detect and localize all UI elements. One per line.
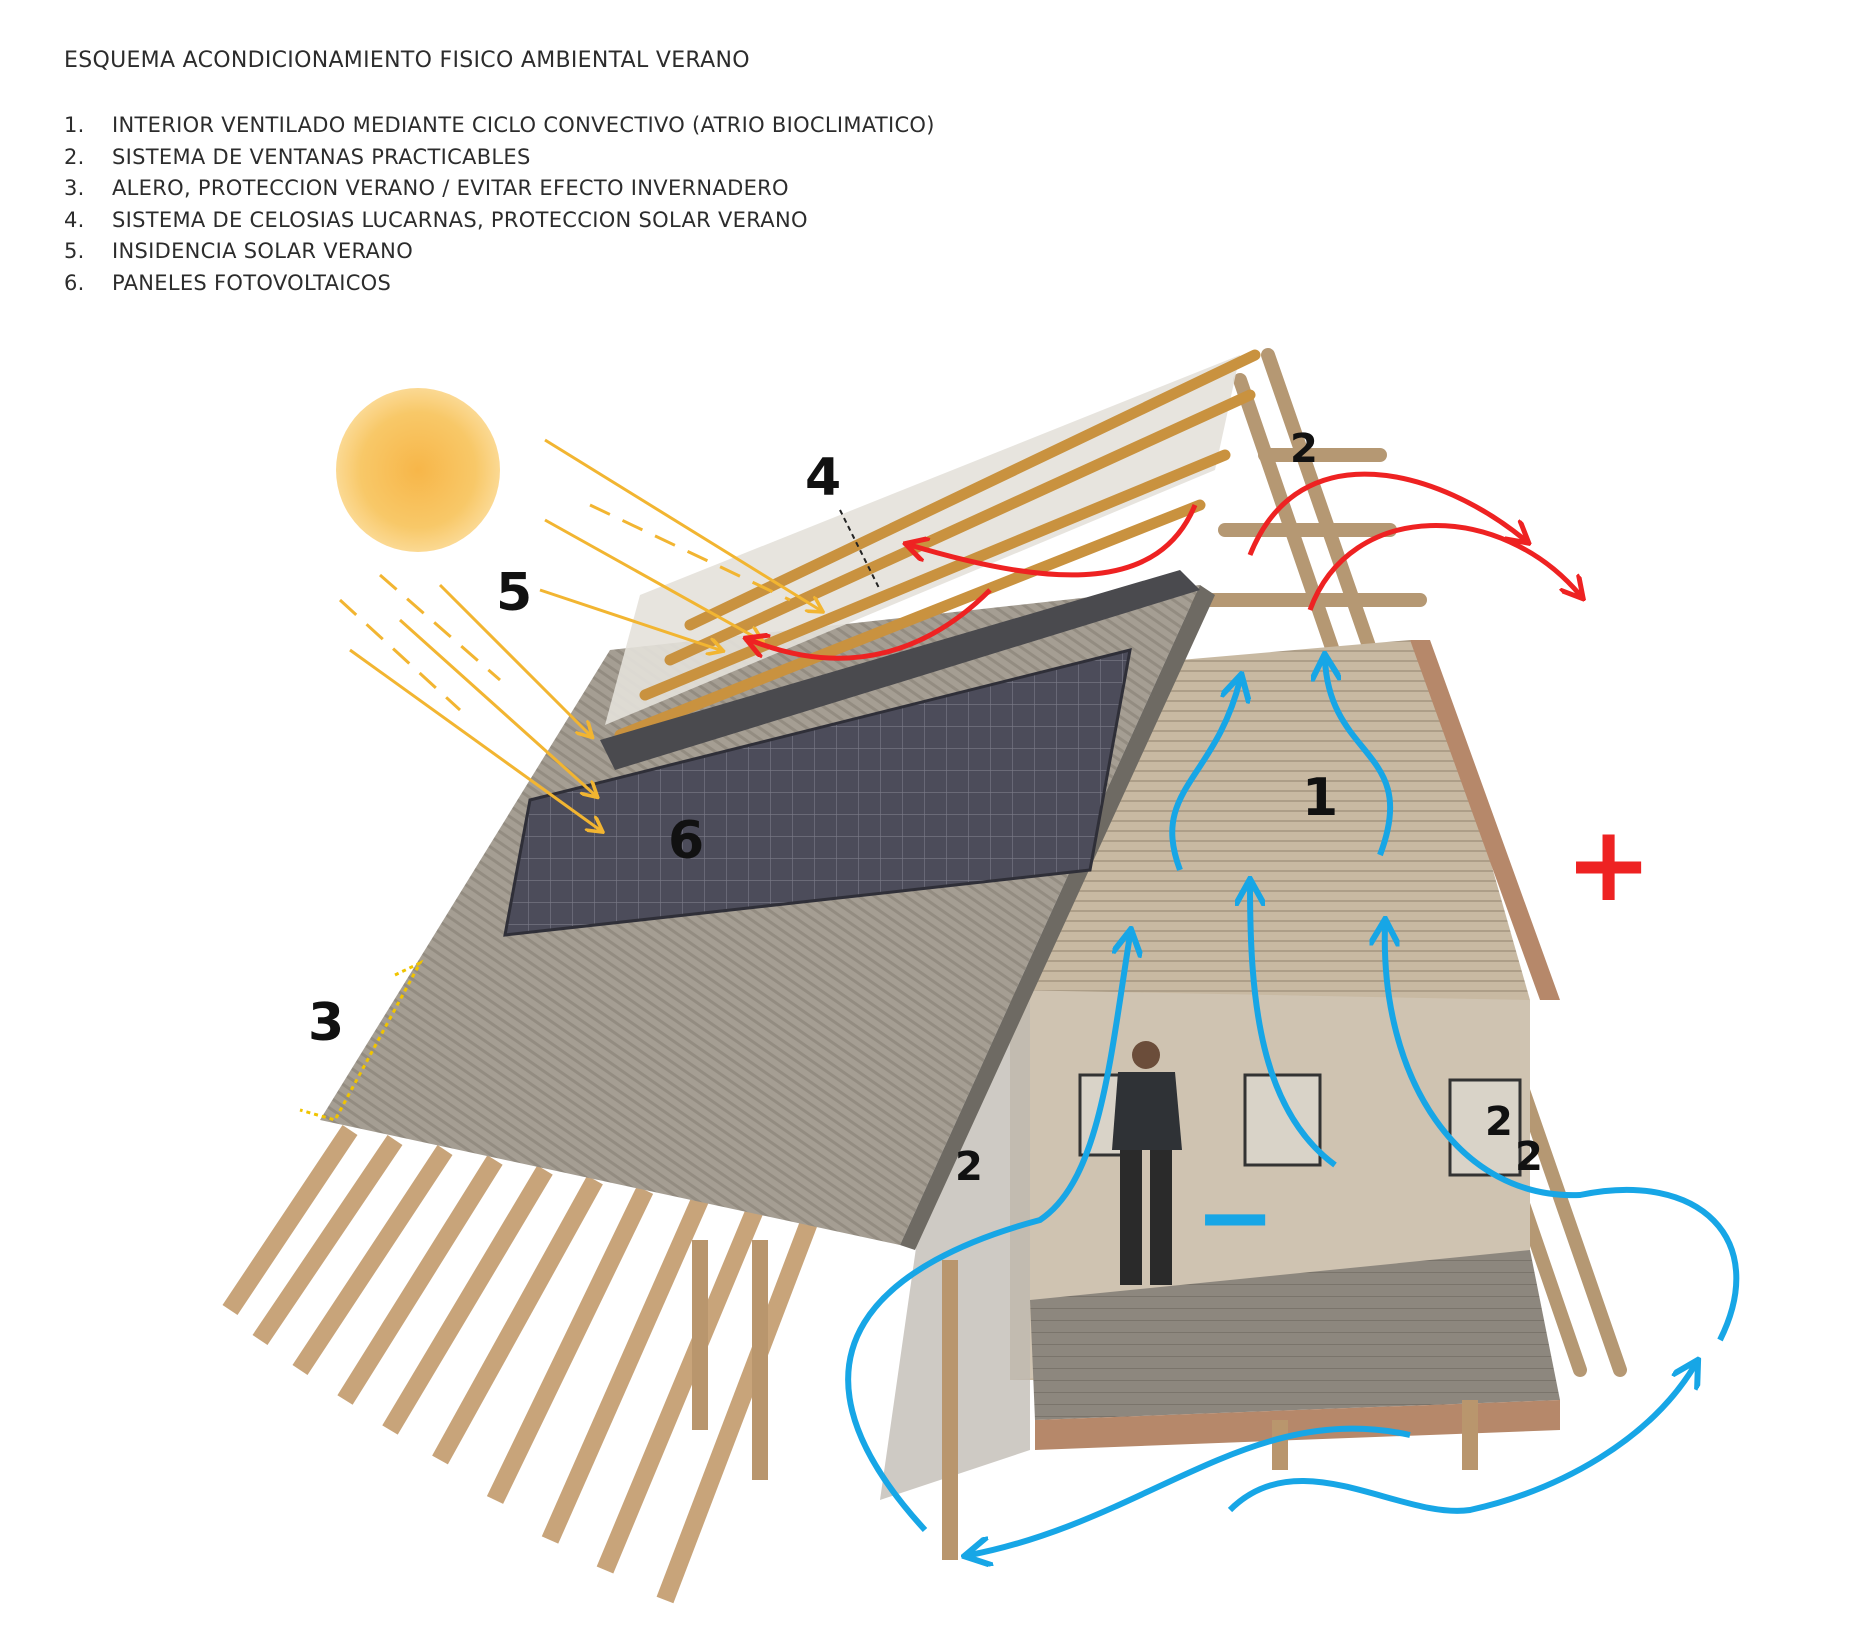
eave-bracket — [299, 959, 424, 1122]
legend-number: 3. — [64, 176, 85, 200]
marker-two-top: 2 — [1290, 426, 1318, 472]
sun-ray — [398, 618, 595, 795]
legend-text: ALERO, PROTECCION VERANO / EVITAR EFECTO… — [112, 176, 789, 200]
marker-four: 4 — [805, 448, 841, 508]
legend-list: 1. INTERIOR VENTILADO MEDIANTE CICLO CONV… — [64, 110, 935, 299]
legend-number: 2. — [64, 144, 85, 169]
window — [1448, 1078, 1522, 1177]
sun-ray — [349, 648, 600, 830]
warm-air-arrow — [910, 504, 1198, 578]
floor — [1030, 1250, 1560, 1420]
wall-insulation — [1410, 640, 1560, 1000]
sun-rays — [349, 438, 820, 830]
window — [1243, 1073, 1322, 1167]
cool-air-arrow — [1250, 885, 1337, 1168]
cool-air-flow — [845, 660, 1740, 1555]
diagram-markers: 4 5 6 3 1 2 2 2 2 — [308, 426, 1543, 1190]
cool-air-arrow — [1325, 660, 1394, 857]
legend-item: 1. INTERIOR VENTILADO MEDIANTE CICLO CONV… — [64, 110, 935, 142]
sun-ray — [544, 438, 820, 610]
marker-two-right-a: 2 — [1485, 1099, 1513, 1145]
cool-air-arrow — [1169, 680, 1240, 872]
cool-air-arrow — [970, 1425, 1411, 1555]
legend-text: INTERIOR VENTILADO MEDIANTE CICLO CONVEC… — [112, 113, 935, 137]
sun-ray — [539, 588, 720, 650]
legend-text: SISTEMA DE VENTANAS PRACTICABLES — [112, 144, 531, 169]
legend-number: 6. — [64, 270, 85, 295]
legend-item: 6. PANELES FOTOVOLTAICOS — [64, 268, 935, 300]
sun-ray — [438, 583, 590, 735]
sun-rays-dashed — [338, 503, 791, 712]
solar-panel-array — [503, 647, 1132, 937]
skylight-shade-bar — [600, 570, 1200, 770]
legend-item: 4. SISTEMA DE CELOSIAS LUCARNAS, PROTECCI… — [64, 205, 935, 237]
legend-text: PANELES FOTOVOLTAICOS — [112, 270, 392, 295]
legend-text: SISTEMA DE CELOSIAS LUCARNAS, PROTECCION… — [112, 207, 808, 232]
louvre-leader-line — [839, 509, 881, 591]
sun-ray-dashed — [589, 503, 791, 602]
legend-text: INSIDENCIA SOLAR VERANO — [112, 239, 414, 263]
legend-item: 2. SISTEMA DE VENTANAS PRACTICABLES — [64, 142, 935, 174]
timber-rafters — [222, 1125, 819, 1604]
roof-edge — [900, 585, 1215, 1250]
timber-posts — [692, 1240, 1478, 1560]
marker-minus: − — [1195, 1161, 1275, 1273]
marker-two-left: 2 — [955, 1144, 983, 1190]
sun-ray-dashed — [379, 573, 501, 682]
cool-air-arrow — [845, 935, 1130, 1533]
warm-air-arrow — [1247, 471, 1525, 556]
sun-icon — [336, 388, 500, 552]
legend-number: 1. — [64, 113, 85, 137]
marker-three: 3 — [308, 993, 344, 1053]
legend-number: 5. — [64, 239, 85, 263]
cool-air-arrow — [1385, 925, 1740, 1342]
marker-plus: + — [1565, 803, 1652, 925]
warm-air-arrow — [750, 588, 992, 661]
person-figure — [1112, 1041, 1182, 1285]
marker-five: 5 — [496, 563, 532, 623]
legend-item: 5. INSIDENCIA SOLAR VERANO — [64, 236, 935, 268]
warm-air-flow — [750, 471, 1580, 661]
sun-ray-dashed — [338, 598, 462, 712]
marker-six: 6 — [668, 811, 704, 871]
warm-air-arrow — [1307, 523, 1580, 611]
legend-number: 4. — [64, 207, 85, 232]
diagram-title: ESQUEMA ACONDICIONAMIENTO FISICO AMBIENT… — [64, 48, 750, 73]
cool-air-arrow — [1227, 1365, 1695, 1514]
marker-two-right-b: 2 — [1515, 1134, 1543, 1180]
sun-ray — [544, 518, 760, 640]
marker-one: 1 — [1302, 768, 1338, 828]
legend-item: 3. ALERO, PROTECCION VERANO / EVITAR EFEC… — [64, 173, 935, 205]
floor-insulation — [1035, 1400, 1560, 1450]
